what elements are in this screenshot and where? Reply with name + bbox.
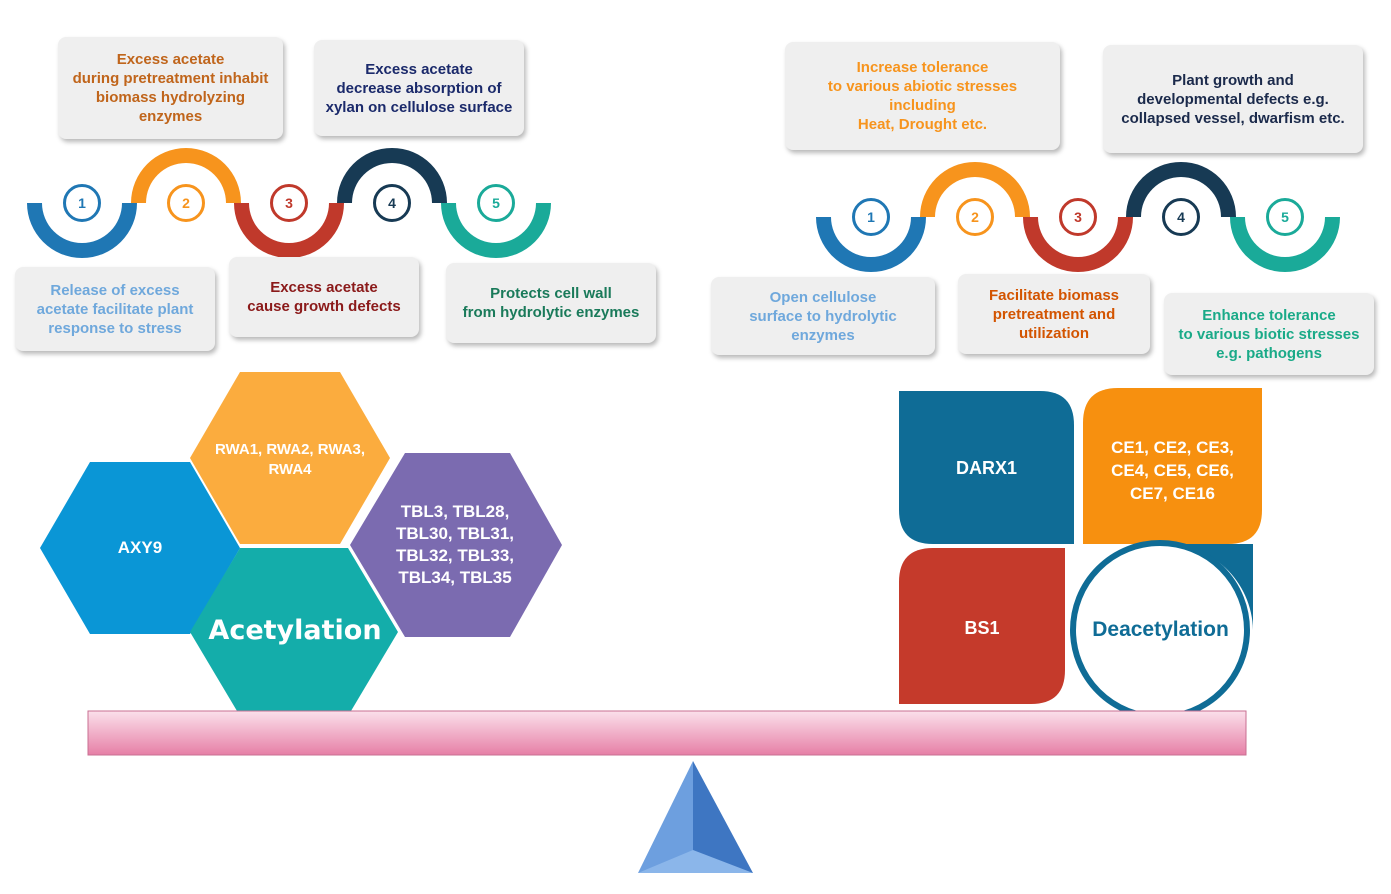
right-wave-segment-1: [816, 217, 926, 272]
left-step-5-number: 5: [492, 195, 500, 211]
left-wave-segment-4: [337, 148, 447, 203]
left-step-4-number: 4: [388, 195, 396, 211]
block-ce-label: CE1, CE2, CE3, CE4, CE5, CE6, CE7, CE16: [1111, 437, 1234, 503]
deacetylation-label: Deacetylation: [1092, 618, 1229, 641]
right-step-2-number: 2: [971, 209, 979, 225]
acetylation-label: Acetylation: [208, 614, 382, 646]
left-step-1-badge: 1: [63, 184, 101, 222]
left-box-stress-response: Release of excess acetate facilitate pla…: [15, 267, 215, 351]
fulcrum-right-face: [693, 761, 753, 873]
left-wave-segment-2: [131, 148, 241, 203]
right-step-5-number: 5: [1281, 209, 1289, 225]
block-darx1: [899, 391, 1074, 544]
left-step-2-number: 2: [182, 195, 190, 211]
hexagon-axy9: [40, 462, 240, 634]
right-step-2-badge: 2: [956, 198, 994, 236]
right-step-1-number: 1: [867, 209, 875, 225]
right-wave-segment-5: [1230, 217, 1340, 272]
left-wave-segment-1: [27, 203, 137, 258]
balance-beam: [87, 710, 1247, 756]
left-box-growth-defects: Excess acetate cause growth defects: [229, 257, 419, 337]
right-box-open-cellulose: Open cellulose surface to hydrolytic enz…: [711, 277, 935, 355]
right-step-1-badge: 1: [852, 198, 890, 236]
block-bs1: [899, 548, 1065, 704]
left-wave-segment-3: [234, 203, 344, 258]
block-deacetylation-corner: [1160, 543, 1253, 630]
right-step-4-badge: 4: [1162, 198, 1200, 236]
right-wave-segment-4: [1126, 162, 1236, 217]
left-step-5-badge: 5: [477, 184, 515, 222]
hexagon-axy9-label: AXY9: [117, 538, 163, 557]
right-step-5-badge: 5: [1266, 198, 1304, 236]
right-step-3-number: 3: [1074, 209, 1082, 225]
hexagon-rwa-label: RWA1, RWA2, RWA3, RWA4: [214, 441, 366, 478]
left-box-protects-wall: Protects cell wall from hydrolytic enzym…: [446, 263, 656, 343]
left-wave-segment-5: [441, 203, 551, 258]
left-step-3-badge: 3: [270, 184, 308, 222]
block-bs1-label: BS1: [964, 617, 1000, 638]
fulcrum-left-face: [638, 761, 693, 873]
right-step-3-badge: 3: [1059, 198, 1097, 236]
right-box-growth-defects: Plant growth and developmental defects e…: [1103, 45, 1363, 153]
left-box-xylan: Excess acetate decrease absorption of xy…: [314, 40, 524, 136]
right-box-biotic: Enhance tolerance to various biotic stre…: [1164, 293, 1374, 375]
fulcrum-front-face: [638, 850, 753, 873]
hexagon-tbl-label: TBL3, TBL28, TBL30, TBL31, TBL32, TBL33,…: [395, 502, 515, 587]
left-step-4-badge: 4: [373, 184, 411, 222]
left-box-pretreatment: Excess acetate during pretreatment inhab…: [58, 37, 283, 139]
right-wave-segment-3: [1023, 217, 1133, 272]
left-step-3-number: 3: [285, 195, 293, 211]
right-box-pretreatment: Facilitate biomass pretreatment and util…: [958, 274, 1150, 354]
block-darx1-label: DARX1: [955, 457, 1017, 478]
right-wave-segment-2: [920, 162, 1030, 217]
right-box-abiotic: Increase tolerance to various abiotic st…: [785, 42, 1060, 150]
hexagon-acetylation: [190, 548, 398, 716]
hexagon-rwa: [190, 372, 390, 544]
hexagon-tbl: [350, 453, 562, 637]
right-step-4-number: 4: [1177, 209, 1185, 225]
left-step-1-number: 1: [78, 195, 86, 211]
left-step-2-badge: 2: [167, 184, 205, 222]
block-ce: [1083, 388, 1262, 544]
